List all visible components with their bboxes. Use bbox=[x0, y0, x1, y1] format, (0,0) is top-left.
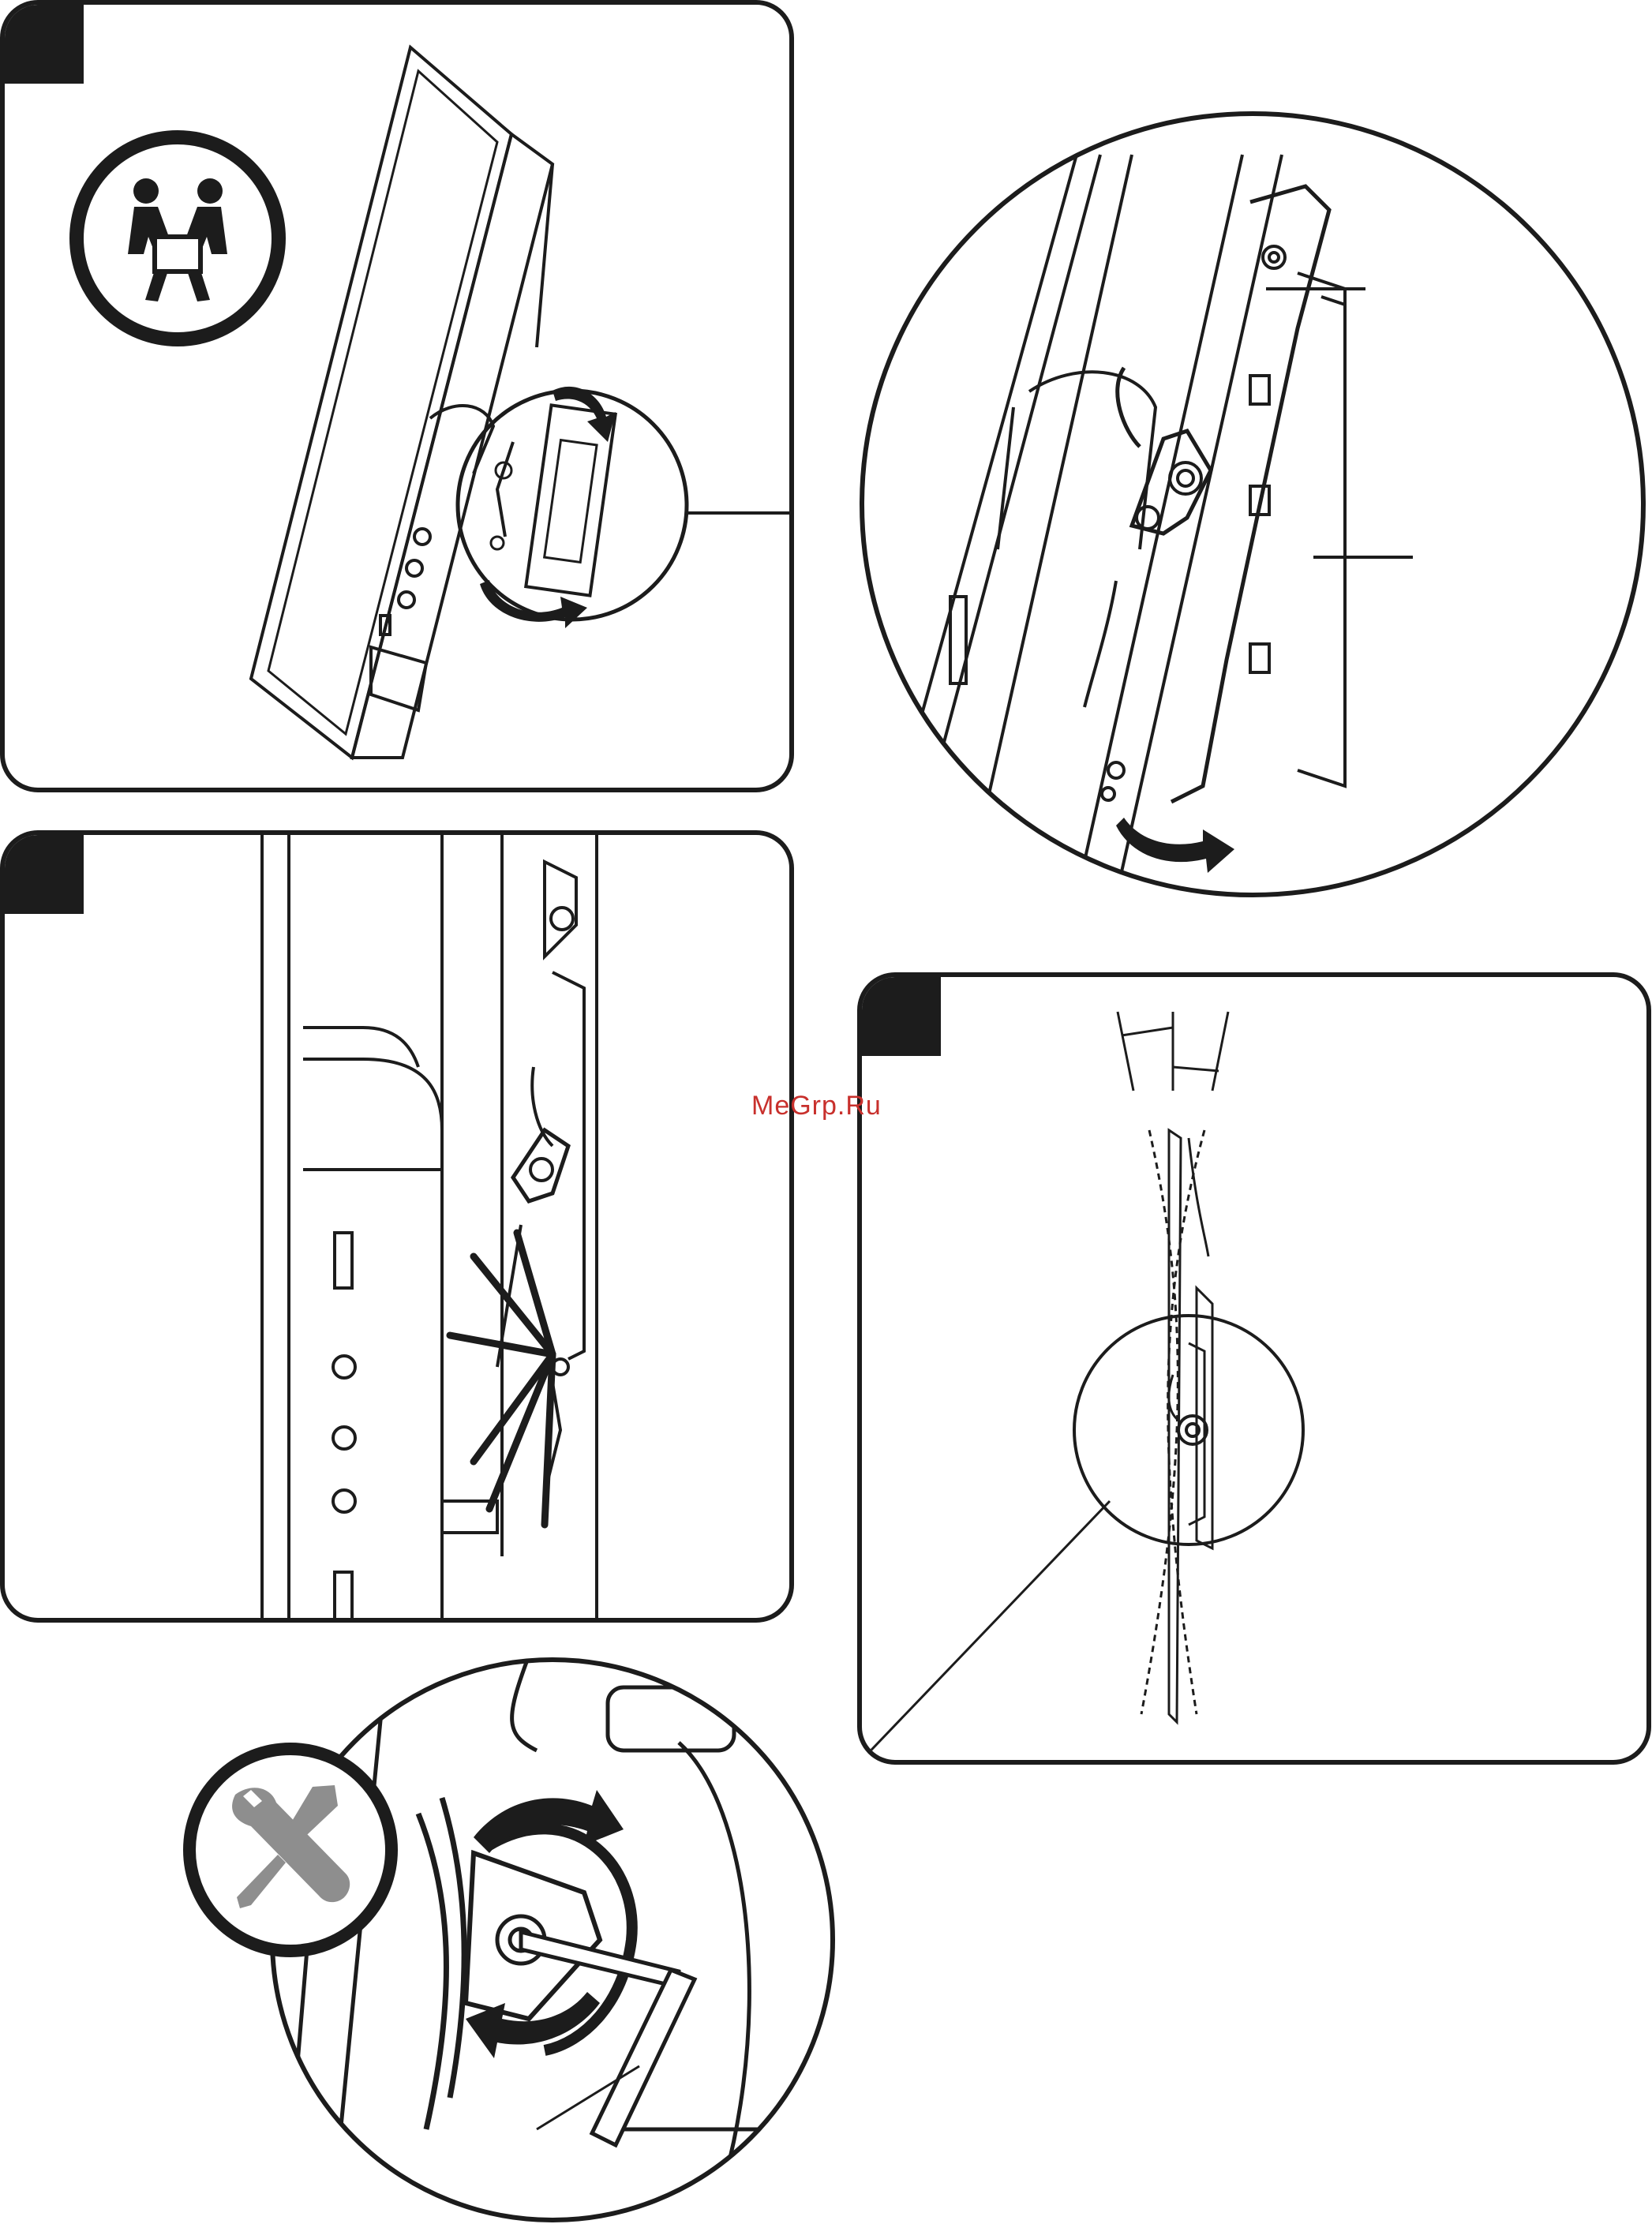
tools-icon bbox=[180, 1739, 401, 1960]
step-2-panel bbox=[0, 830, 794, 1623]
tilt-angle-icon bbox=[1118, 1012, 1228, 1091]
tilting-tv-outlines bbox=[1141, 1130, 1212, 1722]
step-2-illustration bbox=[0, 830, 794, 1623]
watermark: MeGrp.Ru bbox=[751, 1091, 882, 1121]
step-1-illustration bbox=[0, 0, 794, 792]
step-3-illustration bbox=[857, 972, 1651, 1765]
step-3-zoom-detail bbox=[1074, 1316, 1303, 1544]
bracket-zoom-circle bbox=[856, 107, 1650, 901]
step-1-panel bbox=[0, 0, 794, 792]
tv-side-view bbox=[251, 47, 553, 758]
two-person-lift-icon bbox=[77, 137, 279, 339]
step-1-zoom-detail bbox=[458, 391, 687, 620]
step-3-panel bbox=[857, 972, 1651, 1765]
